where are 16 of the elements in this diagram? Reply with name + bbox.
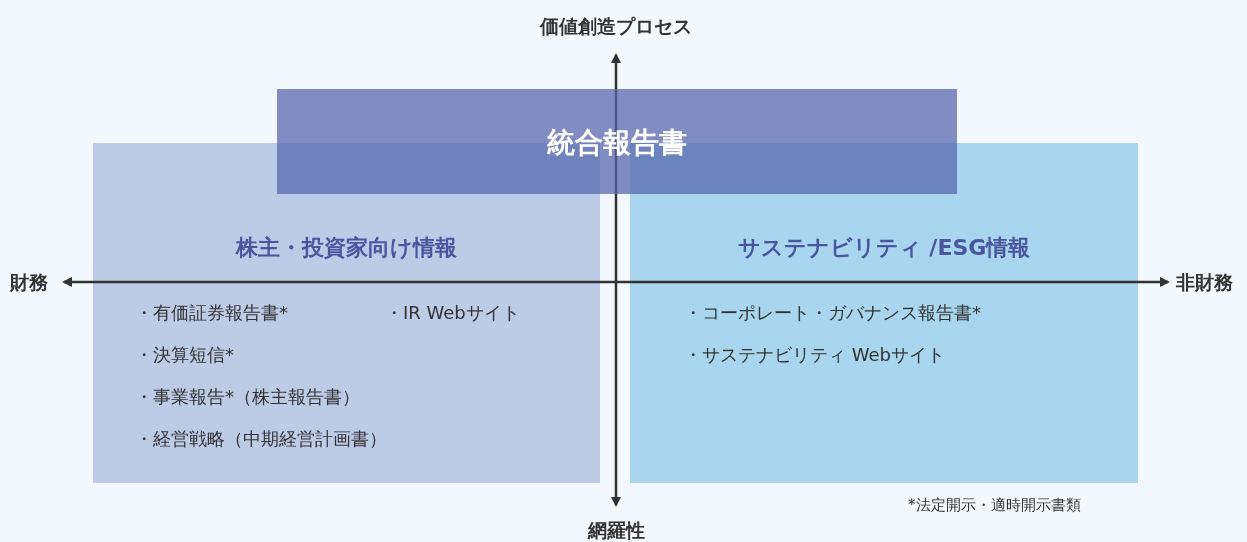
- panel-heading: サステナビリティ /ESG情報: [737, 234, 1031, 262]
- list-item: ・IR Webサイト: [385, 301, 520, 325]
- list-item: ・有価証券報告書*: [135, 301, 288, 325]
- list-item: ・決算短信*: [135, 343, 234, 367]
- list-item: ・事業報告*（株主報告書）: [135, 385, 360, 409]
- list-item: ・経営戦略（中期経営計画書）: [135, 427, 387, 451]
- axis-label: 価値創造プロセス: [540, 14, 692, 39]
- axis-label: 網羅性: [587, 518, 645, 542]
- panel-heading: 株主・投資家向け情報: [236, 234, 457, 262]
- axis-label: 財務: [10, 270, 48, 295]
- list-item: ・サステナビリティ Webサイト: [684, 343, 945, 367]
- footnote: *法定開示・適時開示書類: [908, 496, 1081, 515]
- list-item: ・コーポレート・ガバナンス報告書*: [684, 301, 981, 325]
- category-banner: [277, 89, 957, 194]
- axis-label: 非財務: [1176, 270, 1233, 295]
- banner-title: 統合報告書: [547, 125, 687, 161]
